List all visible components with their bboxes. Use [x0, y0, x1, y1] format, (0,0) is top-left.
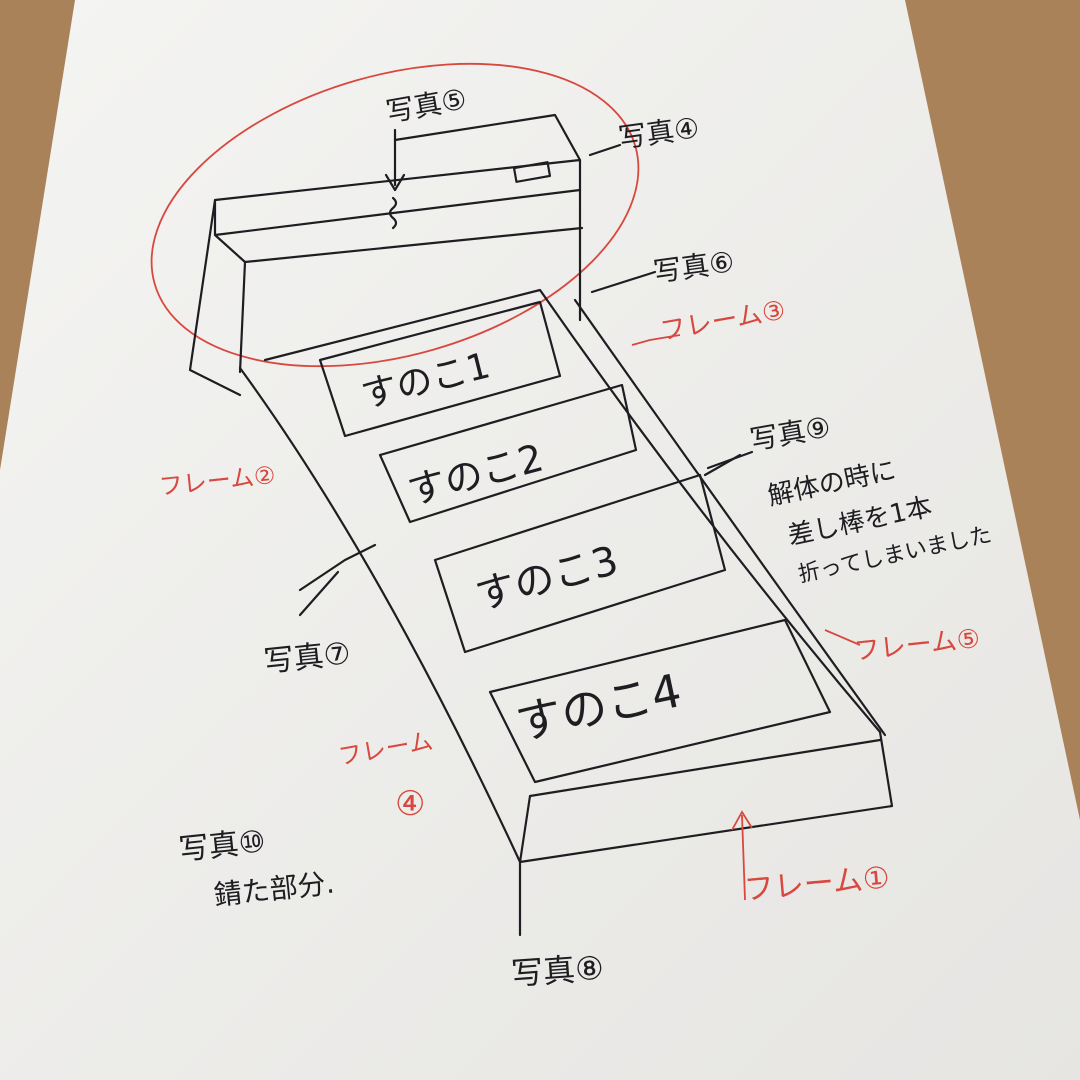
frame-4-number: ④ — [395, 784, 425, 824]
photo-7-pointer — [298, 570, 340, 617]
slat-3 — [433, 473, 727, 654]
slat-4 — [488, 618, 832, 784]
frame-1-arrow — [731, 810, 753, 901]
photo-6-pointer — [590, 270, 657, 294]
headboard-highlight-ellipse — [150, 62, 640, 368]
frame-3-arrow — [631, 334, 681, 346]
photo-9-pointer — [706, 450, 754, 470]
headboard-drawing — [188, 113, 584, 397]
photo-4-pointer — [588, 143, 622, 157]
photo-8-label: 写真⑧ — [510, 949, 605, 993]
bed-frame-drawing — [238, 288, 894, 937]
frame-5-arrow — [824, 629, 861, 646]
slat-1 — [318, 300, 562, 438]
headboard-switch — [512, 161, 552, 183]
slat-2 — [378, 383, 638, 524]
